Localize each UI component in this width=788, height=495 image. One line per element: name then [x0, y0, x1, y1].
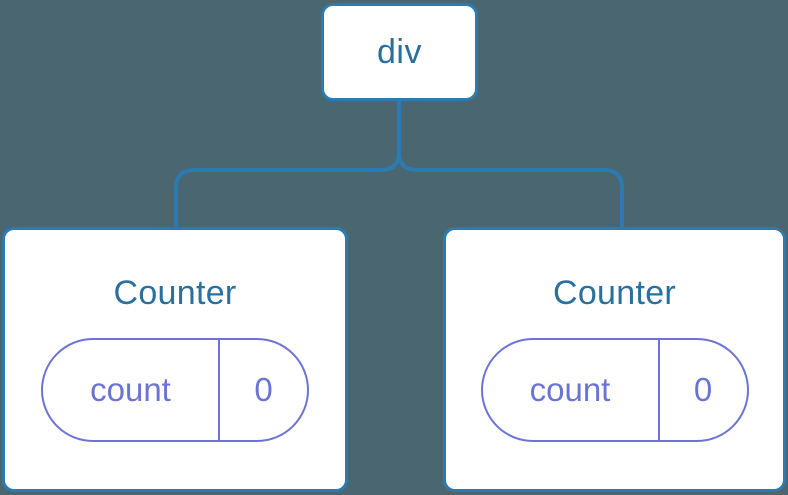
node-counter-left[interactable]: Counter count 0 — [2, 227, 348, 492]
node-counter-right-label: Counter — [552, 274, 677, 312]
state-key-left: count — [43, 340, 220, 440]
state-value-right: 0 — [693, 371, 713, 408]
node-div-label: div — [377, 33, 422, 71]
state-pill-right: count 0 — [480, 338, 749, 442]
state-key-right: count — [483, 340, 660, 440]
node-counter-right[interactable]: Counter count 0 — [443, 227, 786, 492]
node-div[interactable]: div — [321, 3, 478, 101]
node-counter-left-label: Counter — [113, 274, 237, 312]
state-value-left: 0 — [254, 371, 273, 408]
state-pill-left: count 0 — [41, 338, 309, 442]
